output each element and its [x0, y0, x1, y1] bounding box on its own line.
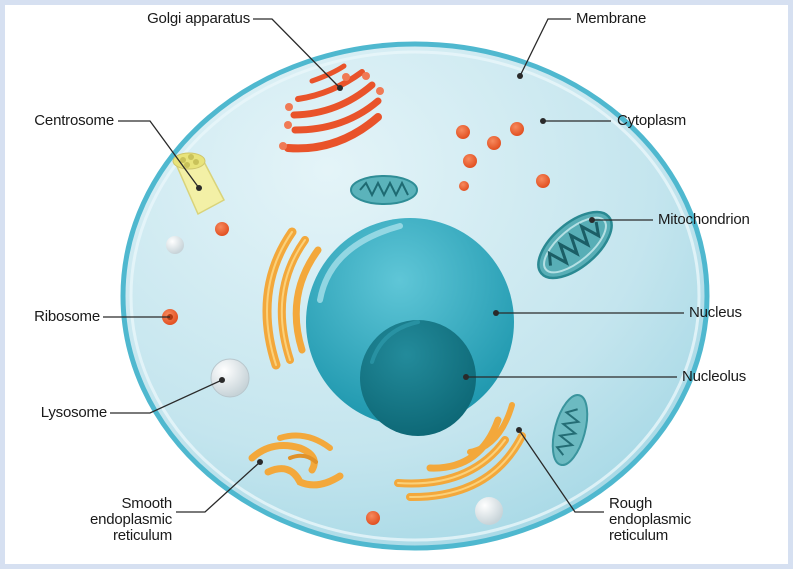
label-rough-er: Rough endoplasmic reticulum: [609, 496, 749, 544]
label-mitochondrion: Mitochondrion: [658, 212, 750, 228]
nucleolus: [360, 320, 476, 436]
label-golgi-apparatus: Golgi apparatus: [98, 11, 250, 27]
label-lysosome: Lysosome: [8, 405, 107, 421]
label-rough-er-line2: endoplasmic: [609, 512, 749, 528]
label-cytoplasm: Cytoplasm: [617, 113, 686, 129]
label-nucleus: Nucleus: [689, 305, 742, 321]
label-rough-er-line1: Rough: [609, 496, 749, 512]
label-smooth-er-line1: Smooth: [60, 496, 172, 512]
label-smooth-er-line2: endoplasmic: [60, 512, 172, 528]
lysosome: [211, 359, 249, 397]
label-nucleolus: Nucleolus: [682, 369, 746, 385]
label-centrosome: Centrosome: [8, 113, 114, 129]
label-ribosome: Ribosome: [8, 309, 100, 325]
label-membrane: Membrane: [576, 11, 646, 27]
mitochondrion-top: [351, 176, 417, 204]
label-rough-er-line3: reticulum: [609, 528, 749, 544]
label-smooth-er-line3: reticulum: [60, 528, 172, 544]
label-smooth-er: Smooth endoplasmic reticulum: [60, 496, 172, 544]
